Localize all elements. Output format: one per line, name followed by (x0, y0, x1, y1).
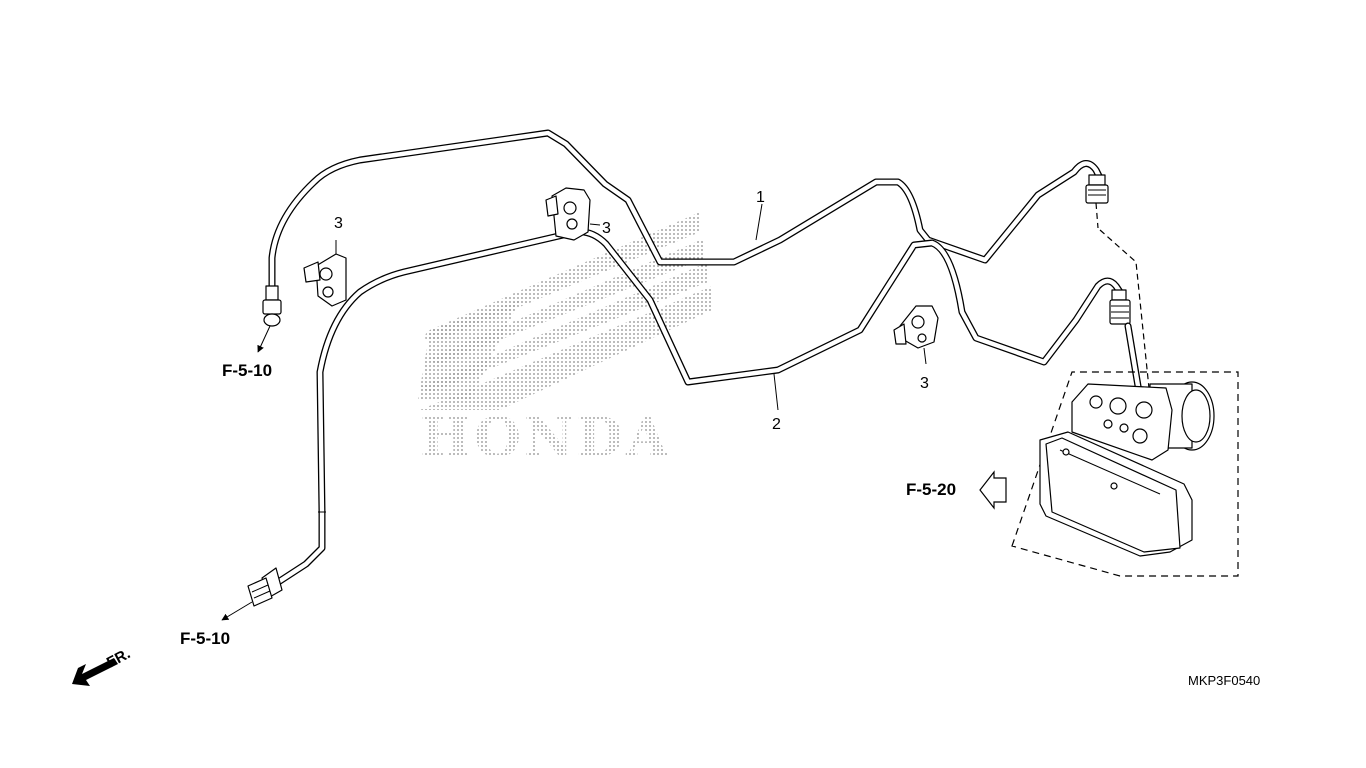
flare-nut-lower-left (247, 567, 283, 607)
honda-wing-logo (418, 212, 712, 410)
leader-pipe-1 (755, 203, 763, 241)
diagram-code: MKP3F0540 (1188, 673, 1260, 688)
fitting-middle-right (1109, 289, 1131, 325)
brake-pipe-2[interactable] (262, 228, 1124, 594)
honda-watermark-text: HONDA (420, 405, 671, 469)
arrow-upper-left-ref (257, 325, 271, 353)
flare-nut-upper-left (262, 285, 282, 327)
leader-pipe-2 (773, 373, 779, 411)
ref-upper-left[interactable]: F-5-10 (222, 361, 272, 380)
abs-modulator-assembly[interactable] (1011, 371, 1239, 577)
fitting-upper-right (1085, 174, 1109, 204)
callout-clamp-lower-right: 3 (920, 375, 929, 392)
front-direction-arrow (72, 658, 118, 686)
pipe-clamp-upper-left[interactable] (303, 240, 347, 307)
pipe-clamp-upper-center[interactable] (545, 187, 601, 241)
callout-clamp-upper-left: 3 (334, 215, 343, 232)
ref-modulator[interactable]: F-5-20 (906, 480, 956, 499)
pipe-clamp-lower-right[interactable] (893, 305, 939, 365)
arrow-lower-left-ref (221, 601, 253, 621)
arrow-modulator-ref (979, 470, 1007, 510)
callout-pipe-1: 1 (756, 189, 765, 206)
callout-clamp-upper-center: 3 (602, 220, 611, 237)
ref-lower-left[interactable]: F-5-10 (180, 629, 230, 648)
brake-pipe-1[interactable] (268, 129, 1104, 296)
callout-pipe-2: 2 (772, 416, 781, 433)
